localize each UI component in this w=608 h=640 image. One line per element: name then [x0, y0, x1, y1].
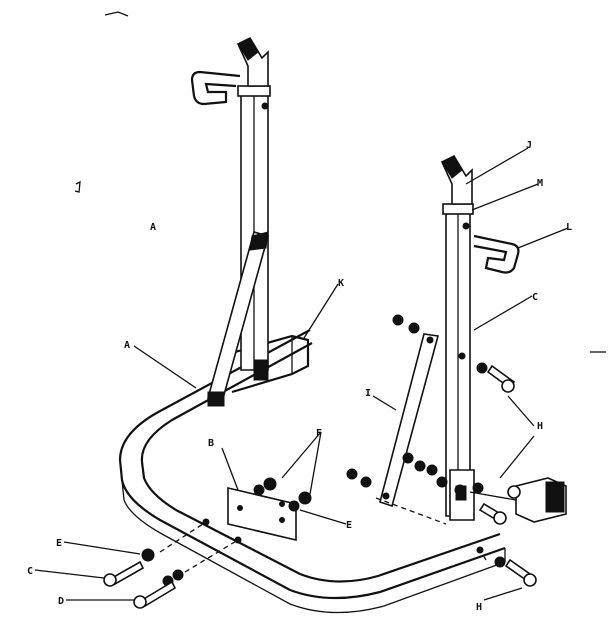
label-b: B — [208, 438, 214, 449]
label-j: J — [526, 140, 532, 151]
label-m: M — [537, 178, 543, 189]
mount-plate — [227, 486, 297, 542]
left-upright — [190, 36, 271, 407]
scan-mark — [74, 180, 81, 193]
leader-lines — [34, 147, 569, 601]
label-e-left: E — [56, 538, 62, 549]
front-receiver — [469, 477, 567, 523]
label-l: L — [566, 222, 572, 233]
bolt-hole — [234, 536, 242, 544]
hardware — [103, 314, 537, 609]
label-f: F — [316, 428, 322, 439]
label-a-top: A — [150, 222, 156, 233]
label-i: I — [365, 388, 371, 399]
label-h-lower: H — [476, 602, 482, 613]
right-upright — [440, 154, 520, 521]
brace-bar — [379, 333, 440, 508]
label-c-bolt: C — [27, 566, 33, 577]
part-labels: A A K B F E E C D I C H H J M L — [27, 140, 572, 613]
label-k: K — [338, 278, 344, 289]
label-c-side: C — [532, 292, 538, 303]
label-a-left: A — [124, 340, 130, 351]
rear-tube — [227, 334, 310, 394]
label-d: D — [58, 596, 64, 607]
label-e-top: E — [346, 520, 352, 531]
label-h-upper: H — [537, 421, 543, 432]
scan-mark — [104, 11, 129, 17]
